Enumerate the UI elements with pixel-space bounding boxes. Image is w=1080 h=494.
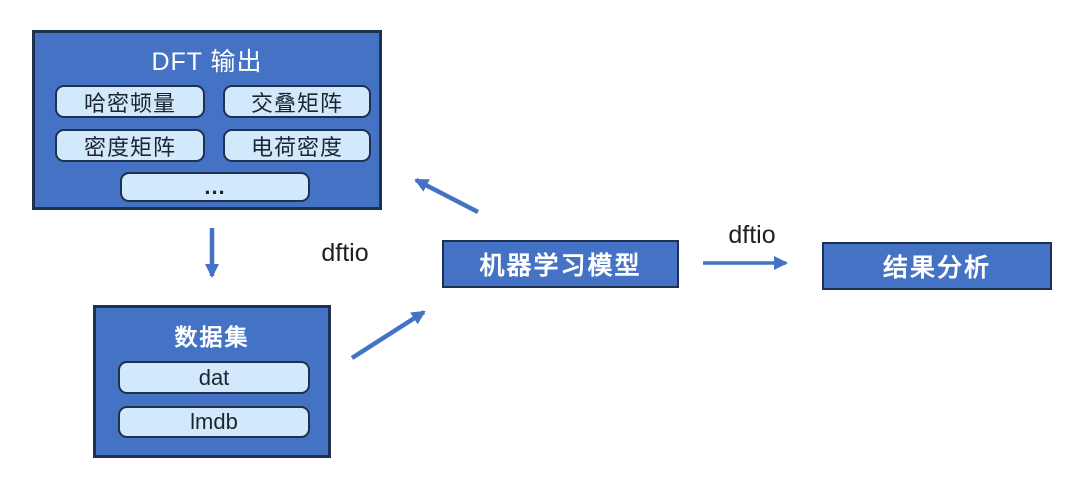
ml-model-title: 机器学习模型 — [479, 252, 642, 280]
result-analysis-box: 结果分析 — [822, 242, 1052, 290]
chip-dat: dat — [118, 361, 310, 394]
edge-label-dftio-left: dftio — [321, 239, 369, 267]
chip-overlap-matrix: 交叠矩阵 — [223, 85, 371, 118]
result-analysis-title: 结果分析 — [882, 254, 991, 282]
dft-output-box: DFT 输出 哈密顿量 交叠矩阵 密度矩阵 电荷密度 ... — [32, 30, 382, 210]
chip-ellipsis: ... — [120, 172, 310, 202]
arrow-ml-to-dft — [414, 178, 480, 214]
chip-density-matrix: 密度矩阵 — [55, 129, 205, 162]
arrow-dataset-to-ml — [350, 310, 426, 360]
chip-lmdb: lmdb — [118, 406, 310, 438]
chip-hamiltonian: 哈密顿量 — [55, 85, 205, 118]
ml-model-box: 机器学习模型 — [442, 240, 679, 288]
dataset-title: 数据集 — [174, 324, 250, 350]
dataset-box: 数据集 dat lmdb — [93, 305, 331, 458]
dft-output-title: DFT 输出 — [151, 48, 263, 76]
edge-label-dftio-right: dftio — [728, 221, 776, 249]
chip-charge-density: 电荷密度 — [223, 129, 371, 162]
